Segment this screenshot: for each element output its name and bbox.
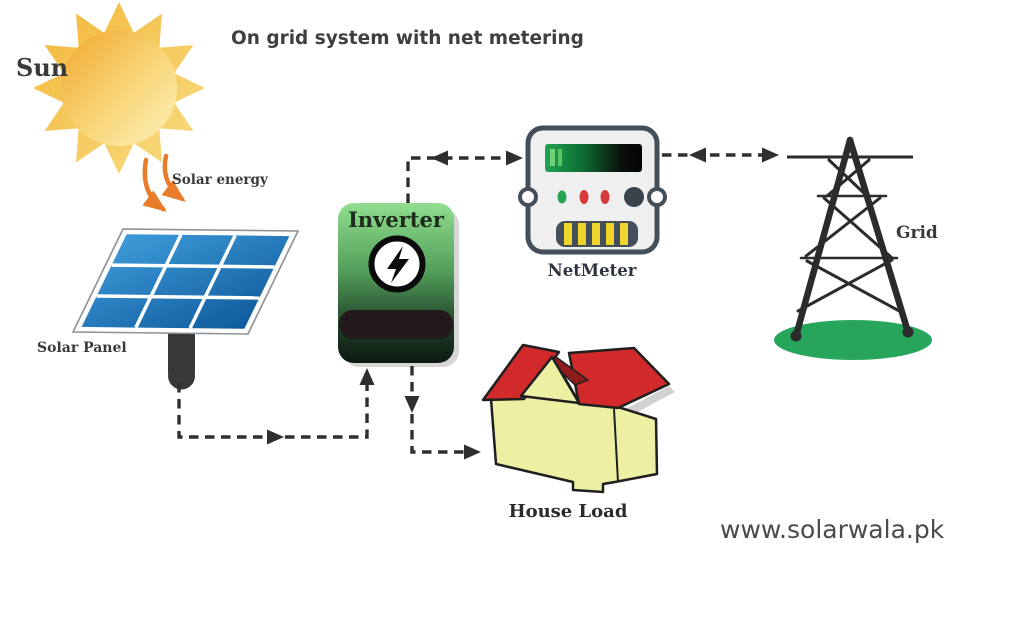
tower-foot-right — [902, 326, 914, 338]
connector-inverter-house — [410, 366, 470, 454]
diagram-title: On grid system with net metering — [231, 28, 584, 49]
arrowhead-right-icon — [464, 444, 481, 460]
arrowhead-left-icon — [431, 150, 448, 166]
meter-led-red-2 — [600, 190, 610, 204]
solar-panel-label: Solar Panel — [37, 340, 127, 356]
meter-display-bar-2 — [558, 149, 562, 166]
house-load-label: House Load — [509, 501, 628, 522]
meter-terminal-stripes — [564, 223, 628, 245]
meter-led-red-1 — [579, 190, 589, 204]
house-roof-right — [567, 346, 671, 410]
electric-meter-icon — [518, 125, 667, 255]
inverter-box: Inverter — [338, 203, 459, 367]
house-roof-left — [481, 343, 561, 402]
tower-foot-left — [790, 330, 802, 342]
meter-display-bar-1 — [550, 149, 555, 166]
meter-notch-left — [518, 187, 538, 207]
arrowhead-up-icon — [359, 368, 375, 385]
sun-core — [61, 30, 177, 146]
panel-cells — [81, 234, 290, 329]
lightning-bolt-icon — [387, 246, 409, 283]
house-gable-wall — [519, 355, 581, 405]
tower-structure — [792, 136, 912, 340]
sun-label: Sun — [16, 53, 68, 82]
house-icon — [481, 343, 675, 494]
meter-knob — [624, 187, 644, 207]
panel-pole-foot — [168, 362, 195, 390]
netmeter-label: NetMeter — [548, 261, 637, 280]
arrowhead-right-icon — [506, 150, 523, 166]
watermark: www.solarwala.pk — [720, 515, 945, 544]
arrowhead-down-icon — [404, 396, 420, 413]
solar-energy-label: Solar energy — [172, 172, 269, 188]
inverter-bar — [339, 310, 453, 339]
solar-rays-arrow-icon — [142, 153, 186, 212]
arrowhead-right-icon — [267, 429, 284, 445]
connector-inverter-netmeter — [406, 156, 510, 203]
sun-icon — [33, 2, 205, 174]
house-eave-shadow — [622, 386, 675, 416]
transmission-tower-icon — [774, 136, 932, 360]
meter-display — [545, 144, 642, 172]
panel-gridlines — [82, 234, 290, 329]
ground-ellipse — [774, 320, 932, 360]
inverter-label: Inverter — [348, 207, 445, 232]
meter-led-green — [557, 190, 567, 204]
arrowhead-right-icon — [762, 147, 779, 163]
solar-panel-icon — [73, 229, 298, 390]
connector-arrowheads — [267, 147, 779, 460]
grid-label: Grid — [896, 223, 938, 243]
solar-energy-arrow-1 — [142, 157, 167, 212]
arrowhead-left-icon — [689, 147, 706, 163]
meter-notch-right — [647, 187, 667, 207]
house-wall-corner — [613, 408, 619, 483]
solar-energy-arrow-2 — [161, 153, 186, 202]
